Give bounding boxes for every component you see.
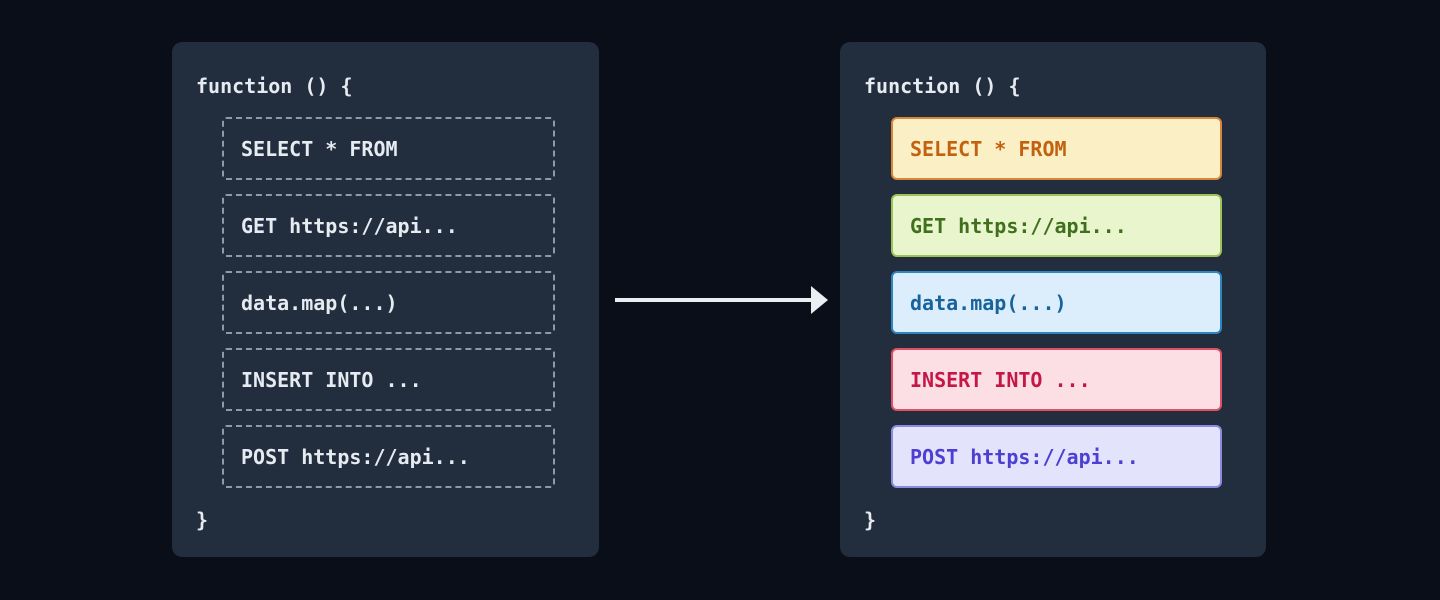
code-block-http-post: POST https://api... (222, 425, 555, 488)
code-block-http-post: POST https://api... (891, 425, 1222, 488)
function-panel-categorized: function () { SELECT * FROM GET https://… (840, 42, 1266, 557)
code-block-label: POST https://api... (910, 444, 1139, 469)
code-block-label: SELECT * FROM (241, 136, 398, 161)
code-block-sql-insert: INSERT INTO ... (222, 348, 555, 411)
code-block-label: GET https://api... (241, 213, 458, 238)
code-block-label: INSERT INTO ... (910, 367, 1091, 392)
function-panel-plain: function () { SELECT * FROM GET https://… (172, 42, 599, 557)
colored-block-list: SELECT * FROM GET https://api... data.ma… (891, 117, 1222, 488)
code-block-label: SELECT * FROM (910, 136, 1067, 161)
transform-arrow-icon (615, 286, 828, 314)
code-block-sql-select: SELECT * FROM (222, 117, 555, 180)
code-block-label: GET https://api... (910, 213, 1127, 238)
code-block-label: INSERT INTO ... (241, 367, 422, 392)
code-block-label: data.map(...) (241, 290, 398, 315)
function-open-line: function () { (196, 74, 353, 98)
code-block-http-get: GET https://api... (891, 194, 1222, 257)
function-open-line: function () { (864, 74, 1021, 98)
code-block-label: data.map(...) (910, 290, 1067, 315)
arrow-head (811, 286, 828, 314)
plain-block-list: SELECT * FROM GET https://api... data.ma… (222, 117, 555, 488)
function-close-line: } (864, 508, 877, 532)
code-block-sql-select: SELECT * FROM (891, 117, 1222, 180)
function-close-line: } (196, 508, 209, 532)
code-block-http-get: GET https://api... (222, 194, 555, 257)
code-block-data-map: data.map(...) (222, 271, 555, 334)
arrow-shaft (615, 298, 813, 302)
code-block-data-map: data.map(...) (891, 271, 1222, 334)
code-block-label: POST https://api... (241, 444, 470, 469)
code-block-sql-insert: INSERT INTO ... (891, 348, 1222, 411)
